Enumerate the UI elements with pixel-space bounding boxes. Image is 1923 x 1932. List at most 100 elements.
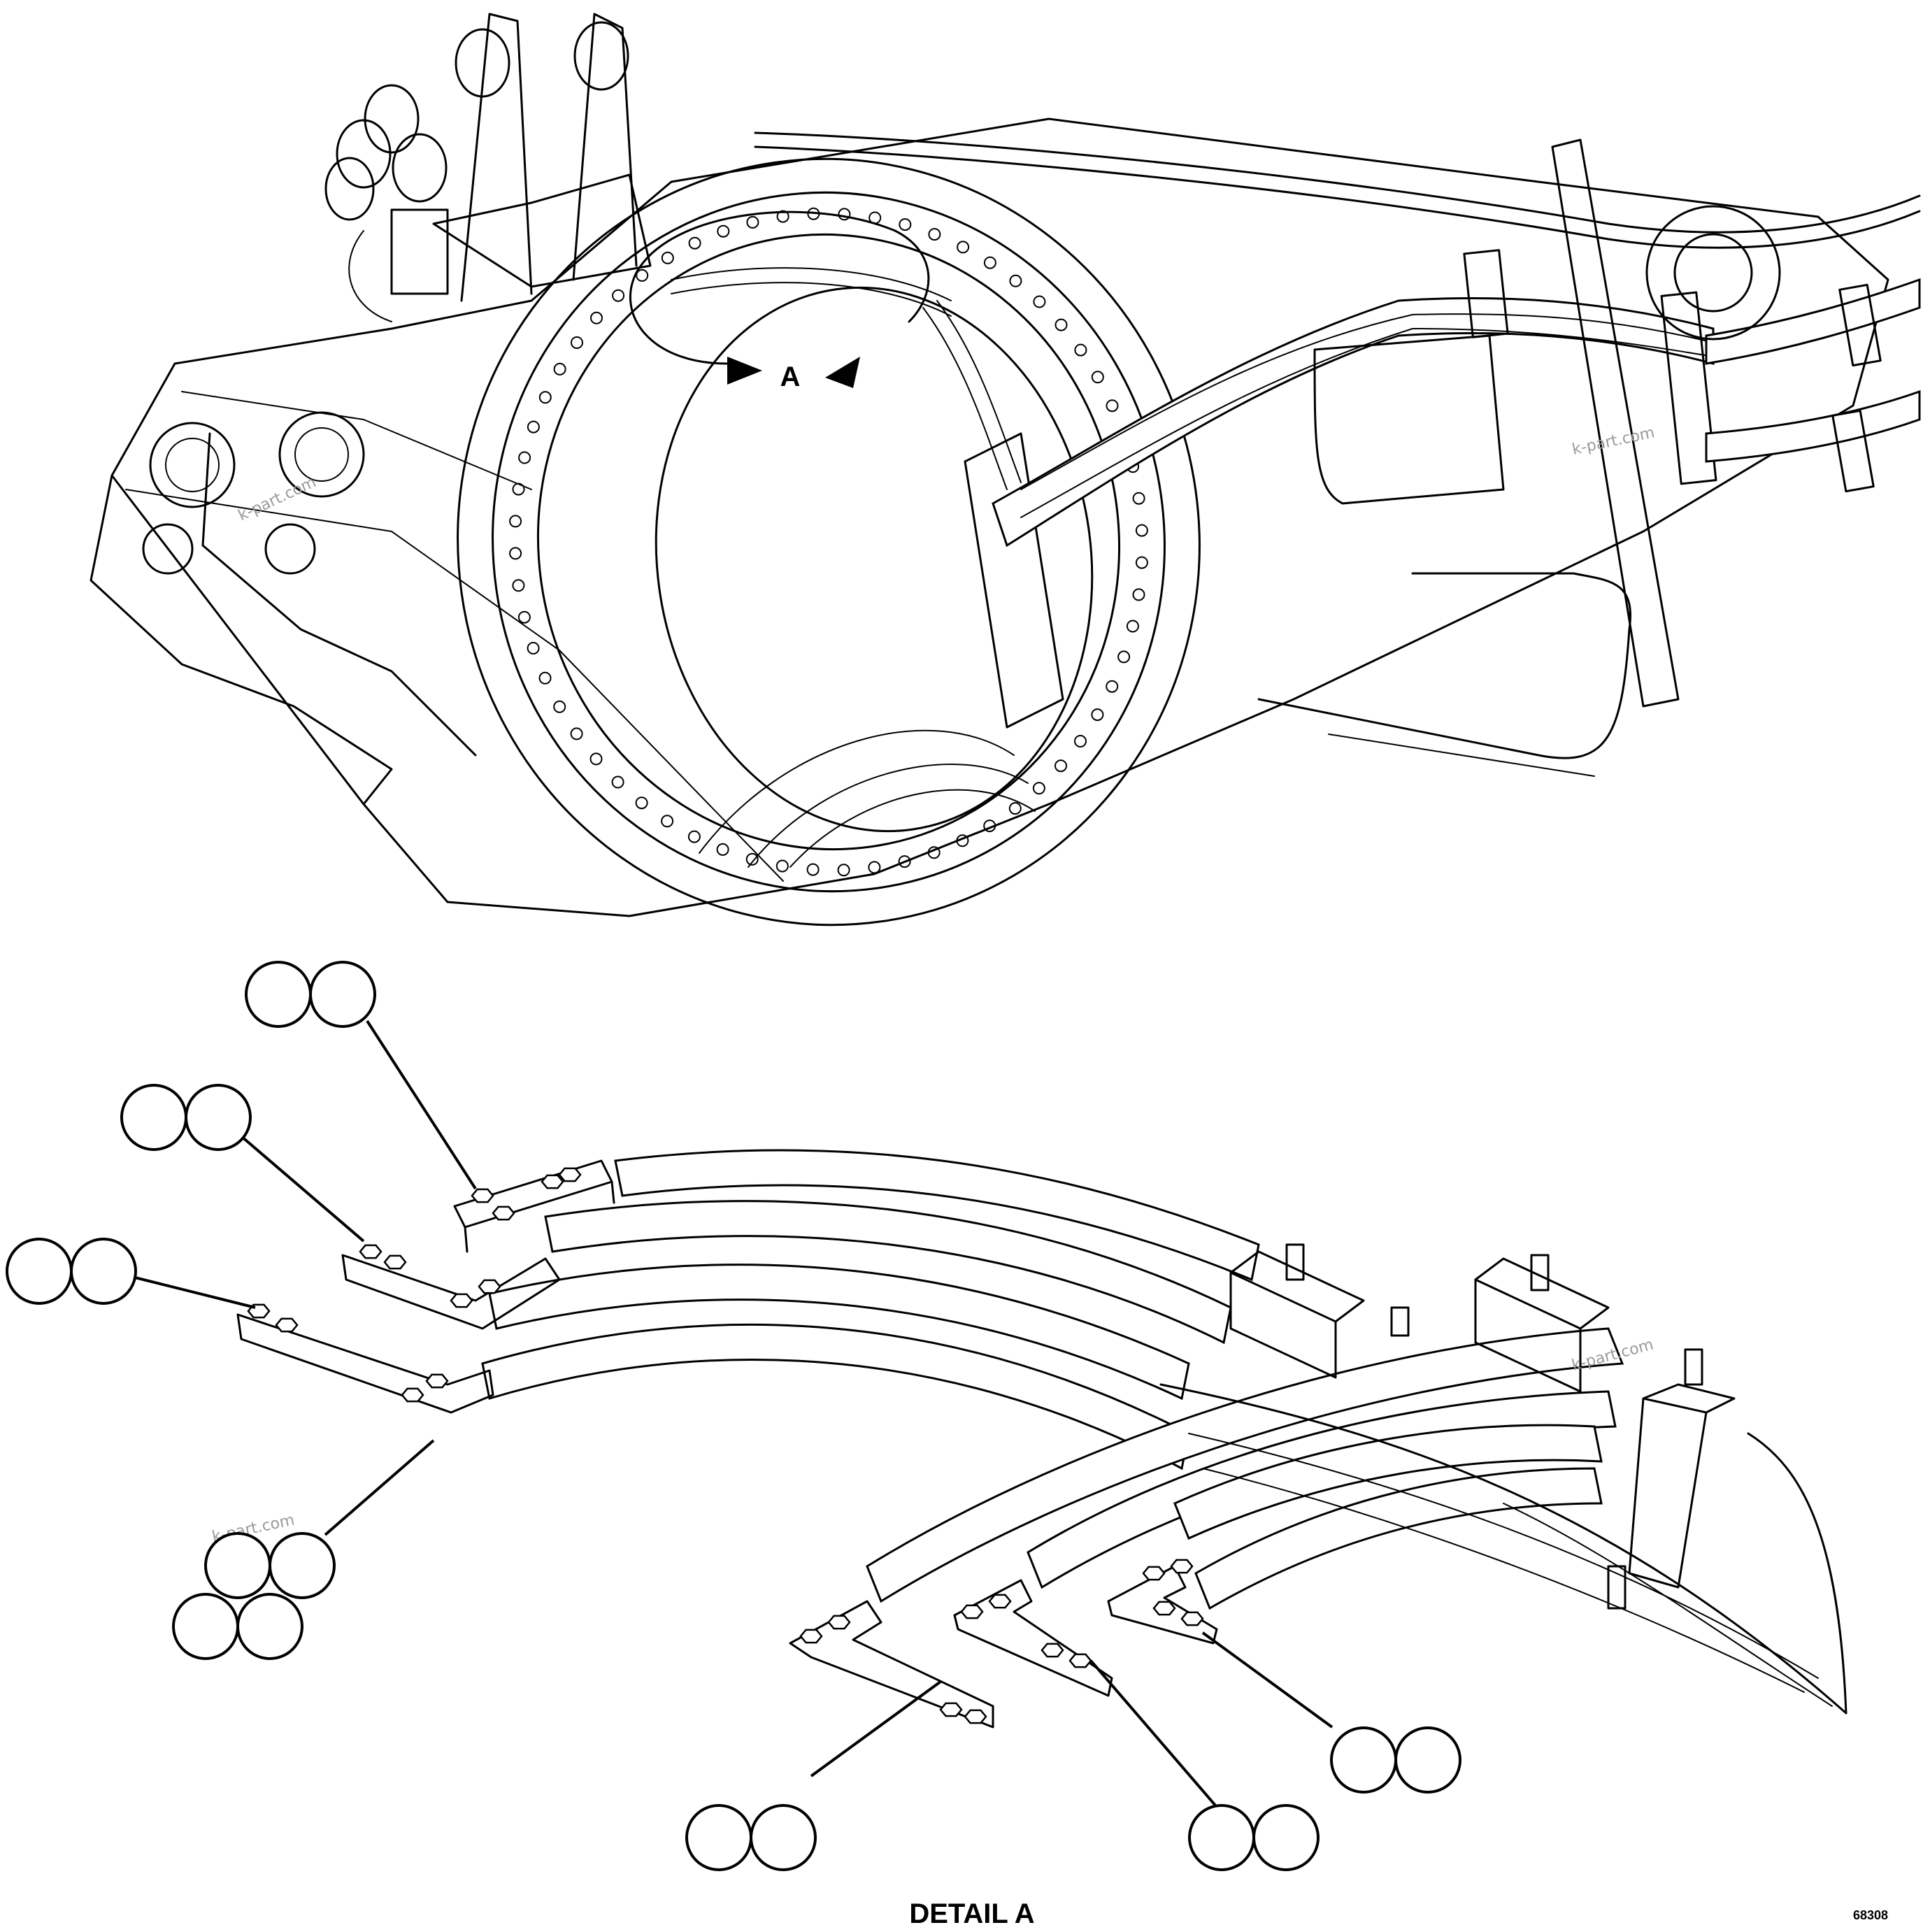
callout-lower-right-clamp	[1330, 1726, 1461, 1794]
clamp-third	[236, 1313, 494, 1414]
ring-bolt-hole	[716, 843, 729, 856]
clamp-bolt	[939, 1702, 963, 1717]
clamp-lower-middle	[953, 1579, 1113, 1697]
watermark-overview-right: k-part.com	[1571, 424, 1656, 459]
ring-bolt-hole	[661, 251, 674, 264]
callout-second-clamp	[120, 1084, 252, 1151]
detail-a-marker: A	[780, 362, 801, 392]
ring-bolt-hole	[1055, 318, 1068, 331]
callout-lower-left-clamp	[685, 1804, 817, 1871]
ring-bolt-hole	[927, 846, 941, 859]
ring-bolt-hole	[688, 236, 701, 250]
ring-bolt-hole	[746, 215, 759, 229]
leader-lower-middle-clamp	[1089, 1659, 1222, 1812]
ring-bolt-hole	[527, 420, 540, 434]
detail-caption: DETAIL A	[909, 1898, 1034, 1929]
leader-bolt-set	[324, 1439, 435, 1536]
clamp-bolt	[1068, 1653, 1092, 1668]
ring-bolt-hole	[1106, 680, 1119, 693]
leader-second-clamp	[240, 1135, 365, 1243]
ring-bolt-hole	[687, 830, 701, 843]
clamp-bolt	[359, 1244, 383, 1259]
ring-bolt-hole	[611, 775, 624, 789]
callout-bubbles	[6, 961, 1461, 1871]
callout-leaders	[129, 1019, 1334, 1812]
ring-bolt-hole	[661, 815, 674, 828]
ring-bolt-hole	[527, 642, 540, 654]
fitting-cluster	[324, 84, 449, 322]
clamp-bolt	[471, 1188, 494, 1203]
clamp-bolt	[988, 1594, 1012, 1609]
ring-bolt-hole	[589, 752, 603, 766]
drawing-number: 68308	[1853, 1908, 1888, 1922]
ring-bolt-hole	[571, 336, 583, 349]
leader-top-clamp	[366, 1019, 477, 1190]
ring-bolt-hole	[1091, 371, 1104, 384]
ring-bolt-holes	[509, 207, 1148, 877]
ring-bolt-hole	[612, 289, 625, 302]
detail-a-view: k-part.com k-part.com	[6, 961, 1888, 1929]
ring-bolt-hole	[898, 855, 911, 868]
ring-bolt-hole	[1032, 782, 1045, 795]
leader-lower-right-clamp	[1201, 1631, 1334, 1729]
detail-a-reference: A	[629, 210, 930, 392]
leader-third-clamp	[129, 1275, 256, 1309]
ring-bolt-hole	[1132, 588, 1145, 601]
ring-bolt-hole	[837, 864, 850, 877]
ring-bolt-hole	[1132, 492, 1145, 505]
clamp-bolt	[541, 1174, 564, 1189]
callout-top-clamp	[245, 961, 376, 1028]
ring-bolt-hole	[538, 671, 552, 685]
clamp-bolt	[1170, 1559, 1194, 1574]
ring-bolt-hole	[538, 391, 552, 404]
clamp-bolt	[1180, 1611, 1204, 1626]
overview-assembly: A k-part.com k-part.com	[90, 13, 1921, 926]
ring-bolt-hole	[1074, 735, 1087, 747]
ring-bolt-hole	[1074, 343, 1087, 357]
ring-bolt-hole	[1106, 399, 1119, 413]
clamp-bolt	[1041, 1643, 1064, 1658]
leader-lower-left-clamp	[810, 1680, 942, 1777]
clamp-bolt	[1142, 1566, 1166, 1581]
ring-bolt-hole	[806, 863, 820, 876]
clamp-bolt	[275, 1317, 299, 1333]
ring-bolt-hole	[509, 515, 522, 528]
clamp-bolt	[799, 1629, 823, 1644]
ring-bolt-hole	[928, 228, 941, 241]
clamp-bolt	[964, 1709, 987, 1724]
ring-bolt-hole	[636, 269, 649, 282]
ring-bolt-hole	[1091, 708, 1104, 722]
ring-bolt-hole	[838, 208, 851, 221]
clamp-bolt	[960, 1604, 984, 1619]
ring-bolt-hole	[775, 859, 789, 873]
ring-bolt-hole	[776, 210, 789, 223]
ring-bolt-hole	[1117, 650, 1131, 664]
callout-lower-middle-clamp	[1188, 1804, 1320, 1871]
clamp-bolt	[401, 1387, 424, 1403]
ring-bolt-hole	[553, 700, 566, 713]
ring-bolt-hole	[1135, 524, 1148, 537]
slewing-ring	[457, 157, 1201, 926]
clamp-bolt	[450, 1293, 473, 1308]
ring-bolt-hole	[1055, 759, 1067, 773]
ring-bolt-hole	[512, 579, 525, 592]
ring-bolt-hole	[509, 547, 522, 560]
ring-bolt-hole	[1009, 274, 1022, 287]
ring-bolt-hole	[983, 256, 996, 269]
ring-bolt-hole	[899, 218, 912, 231]
ring-bolt-hole	[590, 311, 603, 324]
watermark-overview-left: k-part.com	[236, 473, 319, 524]
ring-bolt-hole	[1135, 556, 1148, 569]
ring-bolt-hole	[518, 451, 531, 464]
ring-bolt-hole	[1033, 295, 1046, 308]
ring-bolt-hole	[956, 834, 969, 847]
clamp-bolt	[492, 1205, 515, 1221]
ring-bolt-hole	[957, 241, 970, 254]
ring-bolt-hole	[512, 482, 525, 496]
ring-bolt-hole	[983, 820, 996, 833]
clamp-bolt	[478, 1279, 501, 1294]
clamp-second	[341, 1254, 561, 1330]
ring-bolt-hole	[717, 224, 730, 238]
ring-bolt-hole	[635, 796, 648, 810]
